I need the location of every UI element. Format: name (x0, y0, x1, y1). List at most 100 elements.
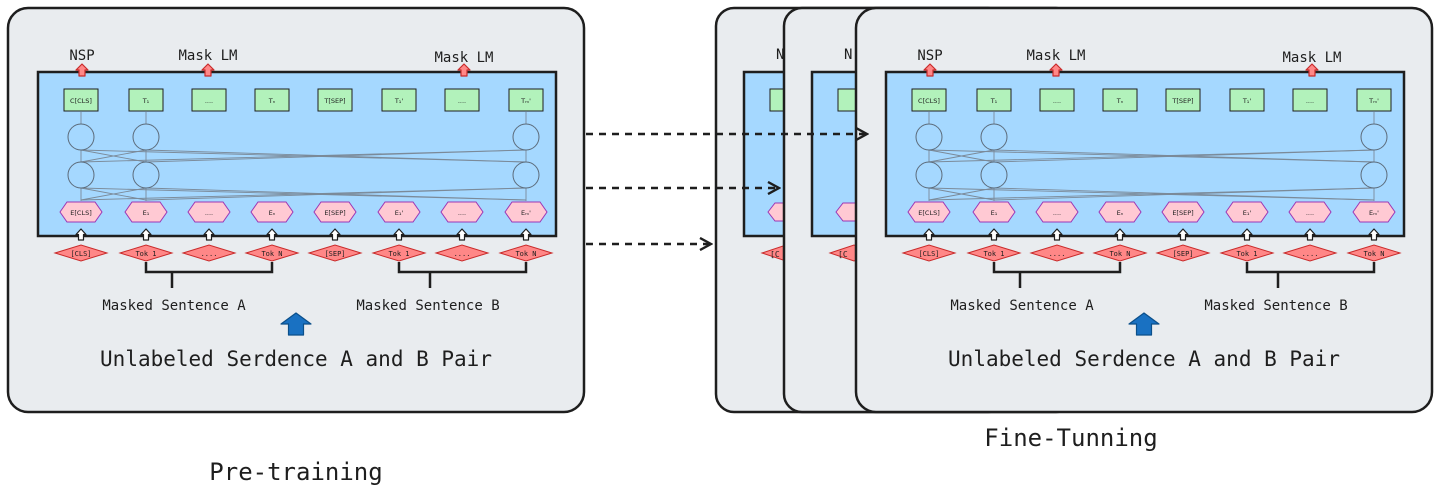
finetune-embedding-1 (972, 201, 1016, 223)
pretrain-token-7 (498, 244, 554, 262)
back-panel-2-token-label: [C (838, 250, 848, 259)
finetune-token-5 (1219, 244, 1275, 262)
pretrain-output-label-7: Tₘ' (520, 97, 531, 105)
pretrain-output-label-4: T[SEP] (323, 97, 345, 105)
finetune-output-label-6: .... (1306, 97, 1314, 105)
pretrain-embedding-label-3: Eₙ (269, 209, 276, 217)
finetune-sentence-b-label: Masked Sentence B (1204, 298, 1347, 314)
pretrain-output-box-7 (508, 88, 544, 112)
pretrain-token-label-4: [SEP] (324, 250, 345, 258)
pretrain-attention-line-3 (145, 149, 527, 163)
pretrain-transformer-node-lower-0 (67, 161, 95, 189)
finetune-transformer-node-lower-0 (915, 161, 943, 189)
finetune-attention-line-11 (928, 187, 995, 201)
finetune-output-box-1 (976, 88, 1012, 112)
pretrain-embedding-7 (504, 201, 548, 223)
pretrain-embedding-label-0: E[CLS] (70, 209, 91, 217)
pretrain-nsp-up-arrow (75, 63, 89, 77)
pretrain-token-2 (181, 244, 237, 262)
pretrain-output-label-2: .... (205, 97, 213, 105)
finetune-sentence-a-label: Masked Sentence A (950, 298, 1094, 314)
finetune-mask-lm-up-arrow-1 (1049, 63, 1063, 77)
pretrain-bracket-sentence-a (144, 262, 274, 288)
finetune-embedding-label-1: E₁ (991, 209, 998, 217)
pretrain-embedding-2 (187, 201, 231, 223)
finetune-output-label-5: T₁' (1242, 97, 1252, 105)
finetune-input-up-arrow-1 (988, 228, 1000, 241)
finetune-embedding-label-0: E[CLS] (918, 209, 939, 217)
finetune-token-label-4: [SEP] (1172, 250, 1193, 258)
finetune-output-box-7 (1356, 88, 1392, 112)
finetune-transformer-node-lower-2 (1360, 161, 1388, 189)
pretrain-transformer-node-upper-1 (132, 123, 160, 151)
finetune-embedding-6 (1288, 201, 1332, 223)
finetune-embedding-label-7: Eₘ' (1369, 209, 1379, 217)
pretrain-output-box-3 (254, 88, 290, 112)
finetune-embedding-2 (1035, 201, 1079, 223)
pretrain-token-6 (434, 244, 490, 262)
pretrain-embedding-1 (124, 201, 168, 223)
pretrain-mask-lm-up-arrow-2 (457, 63, 471, 77)
pretrain-token-1 (118, 244, 174, 262)
finetune-token-label-2: .... (1049, 250, 1066, 258)
finetune-transformer-node-upper-0 (915, 123, 943, 151)
finetune-embedding-3 (1098, 201, 1142, 223)
pretrain-output-box-1 (128, 88, 164, 112)
finetune-nsp-up-arrow (923, 63, 937, 77)
pretrain-mask-lm-label-1: Mask LM (178, 48, 237, 64)
finetune-output-label-4: T[SEP] (1171, 97, 1193, 105)
finetune-transformer-node-lower-1 (980, 161, 1008, 189)
finetune-mask-lm-label-2: Mask LM (1282, 50, 1341, 66)
finetune-embedding-7 (1352, 201, 1396, 223)
pretrain-token-label-6: .... (454, 250, 471, 258)
finetune-transformer-node-upper-1 (980, 123, 1008, 151)
finetune-embedding-4 (1161, 201, 1205, 223)
pretrain-mask-lm-up-arrow-1 (201, 63, 215, 77)
pretrain-token-label-7: Tok N (515, 250, 536, 258)
finetune-input-up-arrow (1128, 312, 1160, 336)
finetune-token-label-1: Tok 1 (983, 250, 1004, 258)
pretrain-token-3 (244, 244, 300, 262)
pretrain-attention-line-11 (80, 187, 147, 201)
finetune-token-1 (966, 244, 1022, 262)
pretrain-output-label-0: C[CLS] (70, 97, 92, 105)
finetune-token-0 (901, 244, 957, 262)
pretrain-transformer-node-lower-2 (512, 161, 540, 189)
finetune-token-label-6: .... (1302, 250, 1319, 258)
pretrain-input-up-arrow-7 (520, 228, 532, 241)
pretrain-transformer-node-upper-0 (67, 123, 95, 151)
pretrain-attention-line-9 (80, 149, 147, 163)
finetune-input-up-arrow-7 (1368, 228, 1380, 241)
finetune-input-up-arrow-5 (1241, 228, 1253, 241)
finetune-input-up-arrow-2 (1051, 228, 1063, 241)
finetune-output-label-3: Tₙ (1116, 97, 1124, 105)
finetune-input-up-arrow-0 (923, 228, 935, 241)
finetune-token-label-5: Tok 1 (1236, 250, 1257, 258)
pretrain-output-label-6: .... (458, 97, 466, 105)
back-panel-2-head-label: N (844, 47, 852, 63)
pretrain-embedding-label-5: E₁' (395, 209, 404, 217)
pretrain-attention-line-7 (145, 187, 527, 201)
pretrain-token-label-3: Tok N (261, 250, 282, 258)
pretrain-input-pair-label: Unlabeled Serdence A and B Pair (100, 347, 492, 371)
finetune-token-4 (1155, 244, 1211, 262)
finetune-token-7 (1346, 244, 1402, 262)
pretrain-embedding-label-4: E[SEP] (324, 209, 345, 217)
pretrain-output-box-0 (63, 88, 99, 112)
finetune-output-box-4 (1165, 88, 1201, 112)
pretrain-embedding-3 (250, 201, 294, 223)
finetune-embedding-5 (1225, 201, 1269, 223)
pretrain-output-label-1: T₁ (142, 97, 150, 105)
finetune-output-label-0: C[CLS] (918, 97, 940, 105)
pretrain-embedding-label-2: .... (205, 209, 213, 217)
finetune-output-box-6 (1292, 88, 1328, 112)
finetune-attention-line-3 (993, 149, 1375, 163)
pretraining-caption: Pre-training (209, 458, 382, 486)
pretrain-token-label-2: .... (201, 250, 218, 258)
pretrain-input-up-arrow-6 (456, 228, 468, 241)
back-panel-1-head-label: N (776, 47, 784, 63)
finetune-token-label-7: Tok N (1363, 250, 1384, 258)
pretrain-output-box-5 (381, 88, 417, 112)
